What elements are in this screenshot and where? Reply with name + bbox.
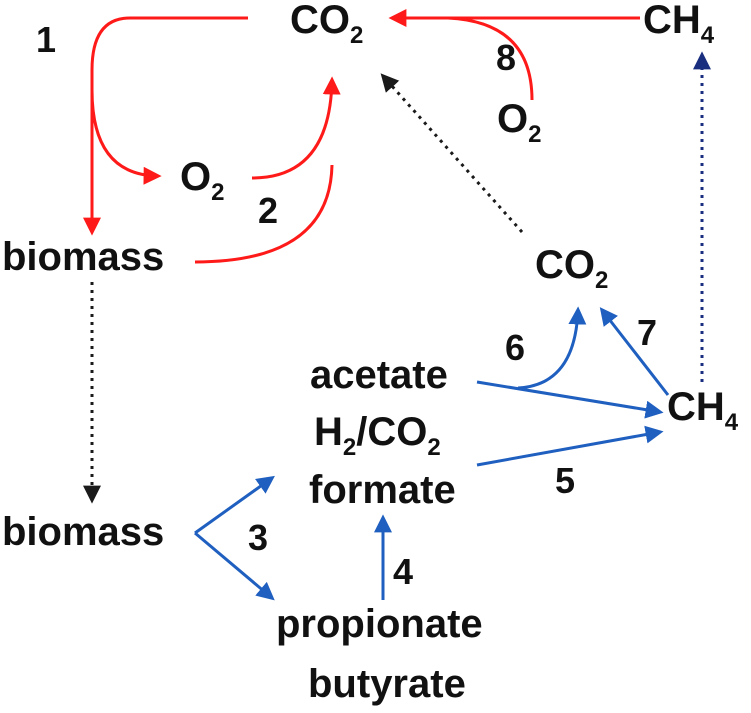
step-number-3: 3 — [248, 517, 268, 558]
arrow-o2-to-co2 — [251, 76, 341, 180]
node-biomass-bottom: biomass — [2, 510, 164, 554]
arrow-formate-to-ch4 — [476, 425, 664, 467]
arrow-ch4-to-co2-anaerobic — [599, 307, 670, 396]
node-acetate: acetate — [310, 353, 448, 397]
arrow-biomass-to-propionate — [194, 531, 275, 601]
node-h2-co2: H2/CO2 — [314, 410, 441, 461]
node-biomass-top: biomass — [2, 235, 164, 279]
node-propionate: propionate — [276, 602, 483, 646]
arrow-o2-release — [90, 89, 162, 185]
node-co2-mid: CO2 — [535, 243, 608, 294]
arrow-biomass-to-h2 — [194, 475, 275, 535]
step-number-7: 7 — [637, 312, 657, 353]
step-number-5: 5 — [555, 460, 575, 501]
node-ch4-mid: CH4 — [667, 385, 739, 436]
node-o2-left: O2 — [180, 155, 224, 206]
step-number-1: 1 — [36, 19, 56, 60]
node-butyrate: butyrate — [308, 662, 466, 706]
step-number-4: 4 — [393, 551, 413, 592]
node-co2-top: CO2 — [290, 0, 363, 49]
node-formate: formate — [309, 468, 456, 512]
arrow-co2-to-biomass — [83, 16, 248, 236]
node-o2-right: O2 — [497, 97, 541, 148]
arrow-acetate-to-co2 — [517, 306, 587, 390]
step-number-8: 8 — [496, 37, 516, 78]
arrow-co2-diffusion — [380, 73, 524, 233]
arrow-o2-consumed — [447, 16, 534, 101]
arrow-biomass-to-co2 — [194, 164, 334, 264]
step-number-6: 6 — [505, 327, 525, 368]
node-ch4-top: CH4 — [643, 0, 715, 49]
arrow-acetate-to-ch4 — [476, 380, 664, 419]
step-number-2: 2 — [258, 190, 278, 231]
